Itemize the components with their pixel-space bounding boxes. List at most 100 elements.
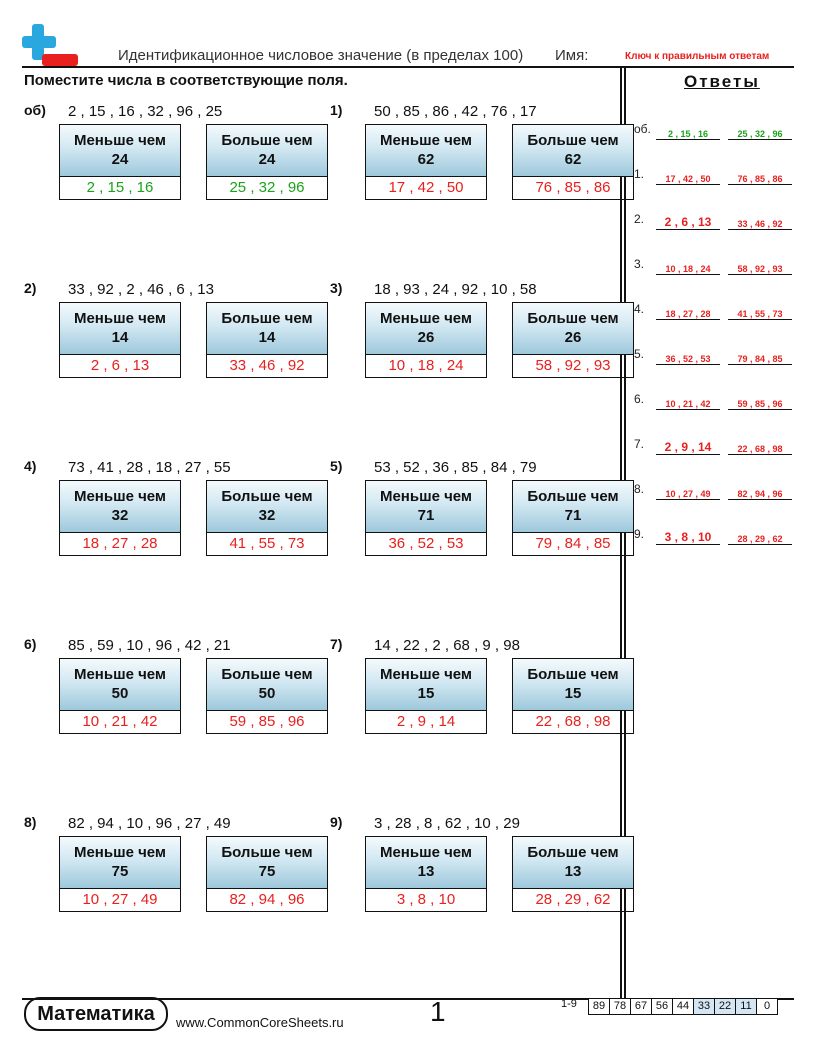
less-than-label: Меньше чем bbox=[379, 132, 473, 149]
greater-answer-field[interactable]: 76 , 85 , 86 bbox=[512, 177, 634, 200]
answer-key-less: 10 , 21 , 42 bbox=[656, 399, 720, 410]
answer-key-label: 3. bbox=[634, 257, 645, 271]
pivot-value: 32 bbox=[258, 507, 276, 524]
greater-answer-field[interactable]: 41 , 55 , 73 bbox=[206, 533, 328, 556]
greater-than-box: Больше чем 13 bbox=[512, 836, 634, 889]
answer-key-less: 3 , 8 , 10 bbox=[656, 530, 720, 545]
score-cell: 0 bbox=[756, 998, 778, 1015]
less-answer-field[interactable]: 2 , 9 , 14 bbox=[365, 711, 487, 734]
problem-numbers: 14 , 22 , 2 , 68 , 9 , 98 bbox=[374, 637, 520, 654]
answer-key-less: 2 , 6 , 13 bbox=[656, 215, 720, 230]
score-cell: 56 bbox=[651, 998, 673, 1015]
less-than-label: Меньше чем bbox=[379, 488, 473, 505]
greater-than-label: Больше чем bbox=[221, 132, 313, 149]
pivot-value: 13 bbox=[417, 863, 435, 880]
greater-answer-field[interactable]: 33 , 46 , 92 bbox=[206, 355, 328, 378]
pivot-value: 62 bbox=[417, 151, 435, 168]
problem-numbers: 53 , 52 , 36 , 85 , 84 , 79 bbox=[374, 459, 537, 476]
score-cell: 78 bbox=[609, 998, 631, 1015]
answer-key-greater: 33 , 46 , 92 bbox=[728, 219, 792, 230]
problem-label: 2) bbox=[24, 280, 37, 296]
greater-than-label: Больше чем bbox=[527, 310, 619, 327]
score-cell: 11 bbox=[735, 998, 757, 1015]
answer-key-greater: 79 , 84 , 85 bbox=[728, 354, 792, 365]
greater-answer-field[interactable]: 58 , 92 , 93 bbox=[512, 355, 634, 378]
answer-key-label: 4. bbox=[634, 302, 645, 316]
greater-answer-field[interactable]: 59 , 85 , 96 bbox=[206, 711, 328, 734]
problem-numbers: 3 , 28 , 8 , 62 , 10 , 29 bbox=[374, 815, 520, 832]
greater-answer-field[interactable]: 25 , 32 , 96 bbox=[206, 177, 328, 200]
less-answer-field[interactable]: 17 , 42 , 50 bbox=[365, 177, 487, 200]
less-answer-field[interactable]: 36 , 52 , 53 bbox=[365, 533, 487, 556]
problem-numbers: 85 , 59 , 10 , 96 , 42 , 21 bbox=[68, 637, 231, 654]
greater-than-label: Больше чем bbox=[527, 666, 619, 683]
answer-key-label: 8. bbox=[634, 482, 645, 496]
pivot-value: 14 bbox=[258, 329, 276, 346]
pivot-value: 13 bbox=[564, 863, 582, 880]
greater-than-box: Больше чем 32 bbox=[206, 480, 328, 533]
greater-than-label: Больше чем bbox=[221, 310, 313, 327]
pivot-value: 14 bbox=[111, 329, 129, 346]
pivot-value: 71 bbox=[417, 507, 435, 524]
answer-key-label: Ключ к правильным ответам bbox=[625, 51, 770, 62]
less-answer-field[interactable]: 18 , 27 , 28 bbox=[59, 533, 181, 556]
greater-than-label: Больше чем bbox=[527, 844, 619, 861]
header-rule bbox=[22, 66, 794, 68]
problem-label: 7) bbox=[330, 636, 343, 652]
answer-key-less: 2 , 9 , 14 bbox=[656, 440, 720, 455]
score-cell: 89 bbox=[588, 998, 610, 1015]
answer-key-greater: 76 , 85 , 86 bbox=[728, 174, 792, 185]
answer-key-greater: 59 , 85 , 96 bbox=[728, 399, 792, 410]
problem-label: 9) bbox=[330, 814, 343, 830]
pivot-value: 24 bbox=[258, 151, 276, 168]
answer-key-label: 7. bbox=[634, 437, 645, 451]
answer-key-label: 6. bbox=[634, 392, 645, 406]
plus-minus-logo-icon bbox=[22, 24, 78, 66]
less-than-label: Меньше чем bbox=[73, 666, 167, 683]
problem-numbers: 2 , 15 , 16 , 32 , 96 , 25 bbox=[68, 103, 223, 120]
problem-label: 1) bbox=[330, 102, 343, 118]
column-divider bbox=[620, 68, 626, 998]
name-label: Имя: bbox=[555, 47, 589, 64]
greater-answer-field[interactable]: 22 , 68 , 98 bbox=[512, 711, 634, 734]
less-than-box: Меньше чем 13 bbox=[365, 836, 487, 889]
greater-answer-field[interactable]: 79 , 84 , 85 bbox=[512, 533, 634, 556]
less-answer-field[interactable]: 2 , 15 , 16 bbox=[59, 177, 181, 200]
greater-than-label: Больше чем bbox=[221, 488, 313, 505]
less-answer-field[interactable]: 10 , 27 , 49 bbox=[59, 889, 181, 912]
answer-key-greater: 28 , 29 , 62 bbox=[728, 534, 792, 545]
pivot-value: 75 bbox=[111, 863, 129, 880]
problem-label: 4) bbox=[24, 458, 37, 474]
less-answer-field[interactable]: 10 , 18 , 24 bbox=[365, 355, 487, 378]
greater-answer-field[interactable]: 82 , 94 , 96 bbox=[206, 889, 328, 912]
greater-than-label: Больше чем bbox=[527, 488, 619, 505]
less-than-label: Меньше чем bbox=[73, 132, 167, 149]
answer-key-label: об. bbox=[634, 122, 651, 136]
answer-key-greater: 41 , 55 , 73 bbox=[728, 309, 792, 320]
footer-rule bbox=[22, 998, 794, 1000]
greater-than-box: Больше чем 14 bbox=[206, 302, 328, 355]
less-answer-field[interactable]: 2 , 6 , 13 bbox=[59, 355, 181, 378]
less-answer-field[interactable]: 3 , 8 , 10 bbox=[365, 889, 487, 912]
answer-key-less: 17 , 42 , 50 bbox=[656, 174, 720, 185]
greater-answer-field[interactable]: 28 , 29 , 62 bbox=[512, 889, 634, 912]
problem-label: об) bbox=[24, 102, 46, 118]
pivot-value: 24 bbox=[111, 151, 129, 168]
less-than-label: Меньше чем bbox=[379, 844, 473, 861]
less-answer-field[interactable]: 10 , 21 , 42 bbox=[59, 711, 181, 734]
greater-than-label: Больше чем bbox=[221, 844, 313, 861]
greater-than-label: Больше чем bbox=[221, 666, 313, 683]
less-than-box: Меньше чем 62 bbox=[365, 124, 487, 177]
score-cell: 33 bbox=[693, 998, 715, 1015]
